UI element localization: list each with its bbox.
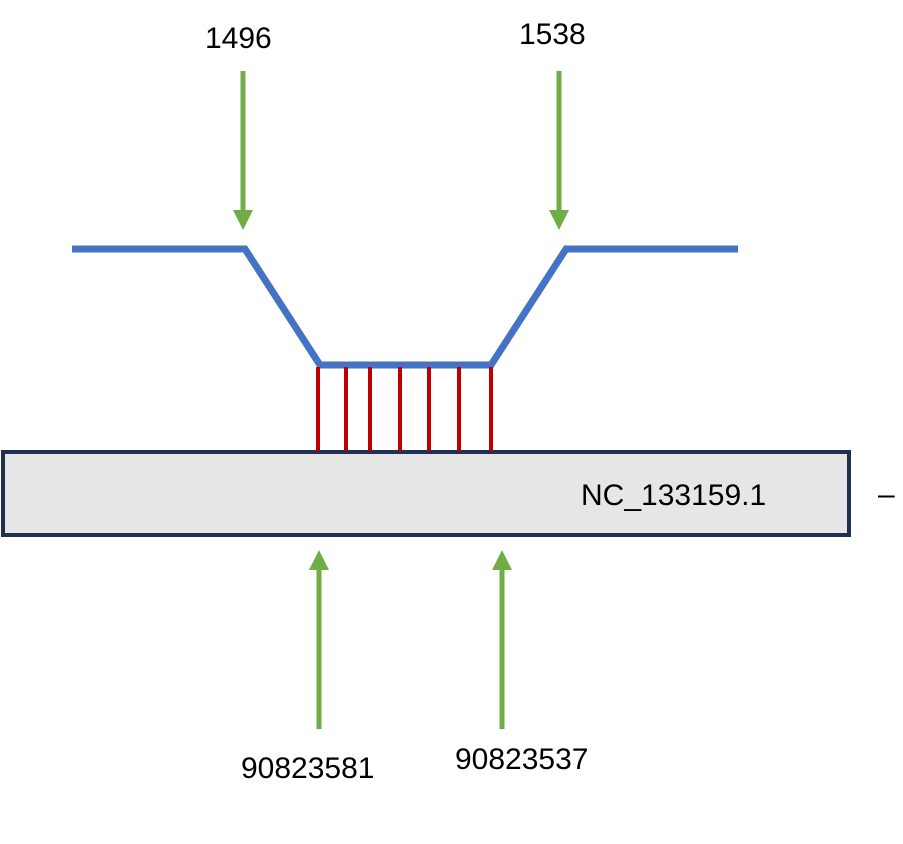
reference-label: NC_133159.1 [581, 479, 767, 512]
label-bottom-left: 90823581 [241, 752, 375, 785]
label-top-right: 1538 [519, 18, 586, 51]
match-bars [316, 367, 493, 451]
label-top-left: 1496 [205, 22, 272, 55]
label-bottom-right: 90823537 [455, 743, 589, 776]
read-sequence-line [72, 245, 738, 369]
trailing-mark: – [878, 478, 895, 511]
reference-sequence-box [1, 450, 851, 537]
